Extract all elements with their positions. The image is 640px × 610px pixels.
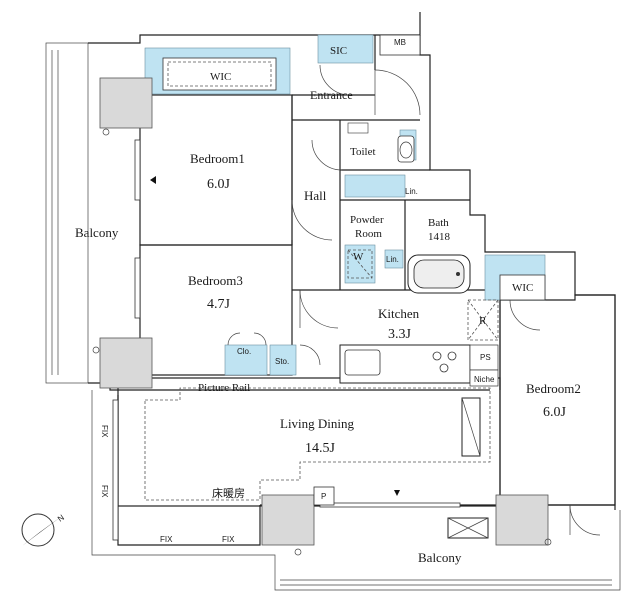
lin-label: Lin.	[386, 255, 399, 264]
compass-arrow-icon	[22, 516, 62, 546]
window-markers	[112, 139, 461, 541]
p-box	[313, 486, 335, 506]
toilet-label: Toilet	[350, 146, 376, 158]
p-label: P	[321, 492, 326, 501]
floor-heating-label: 床暖房	[212, 486, 245, 500]
storage-areas	[144, 34, 546, 376]
bedroom2-size: 6.0J	[543, 405, 567, 420]
living-dining-size: 14.5J	[305, 441, 336, 456]
kitchen-size: 3.3J	[388, 327, 412, 342]
aircon-unit	[447, 517, 489, 539]
bedroom1-size: 6.0J	[207, 177, 231, 192]
fix-label-3: FIX	[160, 535, 173, 544]
sic-label: SIC	[330, 45, 347, 57]
bedroom2-walls	[499, 294, 616, 506]
powder-room-label-1: Powder	[350, 214, 384, 226]
compass: N	[21, 513, 66, 547]
toilet-fixture	[347, 122, 415, 163]
wic-right-label: WIC	[512, 282, 533, 294]
fix-label-4: FIX	[222, 535, 235, 544]
washer-space	[347, 249, 373, 279]
mb-label: MB	[394, 38, 406, 47]
kitchen-label: Kitchen	[378, 306, 420, 321]
structural-columns	[99, 77, 549, 546]
entrance-label: Entrance	[310, 88, 353, 102]
tv-board	[461, 397, 481, 457]
lin-label-2: Lin.	[405, 187, 418, 196]
balcony-bottom-outline	[91, 390, 621, 591]
sto-label: Sto.	[275, 357, 289, 366]
fix-label-2: FIX	[100, 485, 109, 498]
bedroom3-label: Bedroom3	[188, 273, 243, 288]
bedroom3-size: 4.7J	[207, 297, 231, 312]
hall-label: Hall	[304, 188, 327, 203]
living-dining-label: Living Dining	[280, 416, 355, 431]
kitchen-counter	[339, 344, 499, 387]
bath-label: Bath	[428, 217, 449, 229]
floor-heating-area	[144, 387, 491, 501]
balcony-left-outline	[45, 42, 89, 384]
balcony-bottom-label: Balcony	[418, 550, 462, 565]
bathtub	[407, 254, 471, 294]
bath-size: 1418	[428, 231, 451, 243]
bedroom2-label: Bedroom2	[526, 381, 581, 396]
drains	[92, 128, 552, 556]
powder-room-label-2: Room	[355, 228, 382, 240]
wic-top-label: WIC	[210, 71, 231, 83]
balcony-left-label: Balcony	[75, 225, 119, 240]
w-label: W	[353, 251, 364, 263]
picture-rail-label: Picture Rail	[198, 382, 250, 394]
ps-label: PS	[480, 353, 491, 362]
compass-north-label: N	[56, 513, 66, 524]
refrigerator-space	[467, 299, 499, 341]
fix-label-1: FIX	[100, 425, 109, 438]
bedroom1-walls	[139, 94, 293, 246]
door-swings	[227, 64, 601, 536]
clo-label: Clo.	[237, 347, 251, 356]
r-label: R	[479, 315, 487, 327]
niche-label: Niche	[474, 375, 495, 384]
bedroom1-label: Bedroom1	[190, 151, 245, 166]
